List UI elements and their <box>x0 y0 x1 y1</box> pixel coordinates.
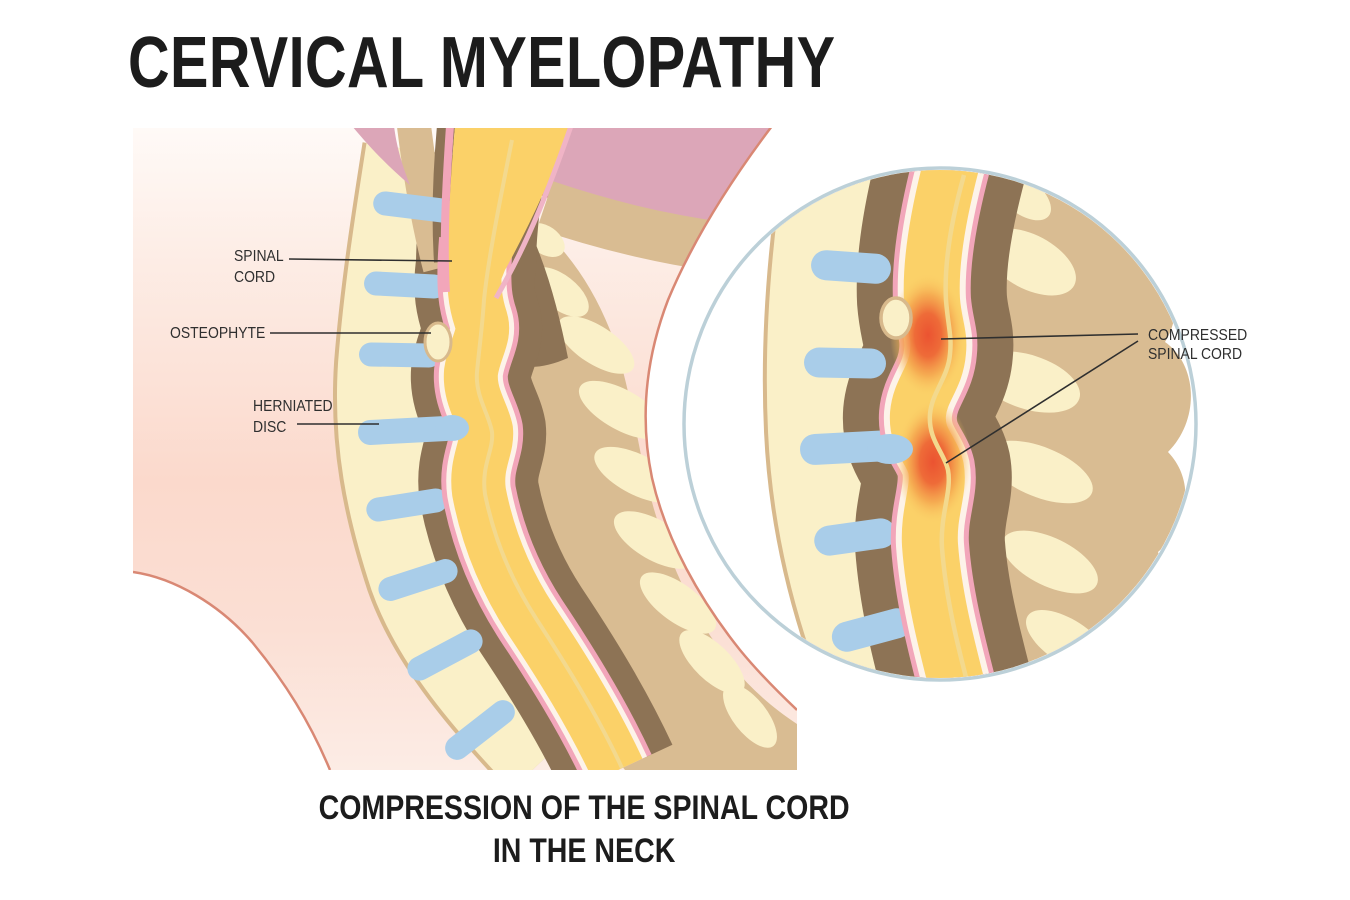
inset-spinal-cord-group <box>878 170 1000 678</box>
neck-sagittal-panel <box>133 128 797 770</box>
label-line: OSTEOPHYTE <box>170 325 266 342</box>
label-herniated-disc: HERNIATED DISC <box>253 396 333 438</box>
label-line: CORD <box>234 269 276 286</box>
label-line: DISC <box>253 419 287 436</box>
herniated-disc-bulge <box>435 415 469 441</box>
neck-front-skin-outline <box>133 570 332 770</box>
vertebra-body <box>766 170 955 678</box>
bone <box>679 630 745 694</box>
label-leader-lines <box>270 258 453 425</box>
inset-vertebral-column <box>762 170 959 678</box>
disc <box>804 347 886 379</box>
disc <box>811 250 891 284</box>
label-line: SPINAL <box>234 248 284 265</box>
brainstem <box>447 128 571 311</box>
bone <box>1062 675 1134 678</box>
caption-lines: COMPRESSION OF THE SPINAL CORD IN THE NE… <box>318 787 849 873</box>
disc <box>366 488 448 522</box>
dura-brainstem-left <box>440 128 454 293</box>
bone <box>987 440 1093 504</box>
disc <box>364 271 446 299</box>
inset-osteophyte-bump <box>879 296 913 340</box>
caption-line: COMPRESSION OF THE SPINAL CORD <box>318 789 850 827</box>
diagram-caption: COMPRESSION OF THE SPINAL CORD IN THE NE… <box>184 787 984 873</box>
disc <box>852 686 939 745</box>
label-osteophyte: OSTEOPHYTE <box>170 323 265 344</box>
disc <box>814 518 896 556</box>
label-line: HERNIATED <box>253 398 333 415</box>
inset-leader-lines <box>940 333 1139 464</box>
inset-magnified-view <box>762 170 1191 745</box>
cerebellum-left-wedge <box>353 128 410 185</box>
bone <box>639 572 717 634</box>
spinal-cord-group <box>433 128 652 770</box>
compressed-leader-line-upper <box>940 333 1139 340</box>
label-compressed-spinal-cord: COMPRESSED SPINAL CORD <box>1148 326 1247 364</box>
disc <box>359 342 441 368</box>
label-spinal-cord: SPINAL CORD <box>234 246 284 288</box>
bone <box>557 316 635 374</box>
bone <box>1002 530 1098 594</box>
disc <box>445 700 515 760</box>
cord-center-line <box>927 174 975 678</box>
disc <box>831 608 913 652</box>
dura-brainstem-right <box>493 128 573 300</box>
vertebral-column <box>332 142 582 770</box>
bone <box>578 380 666 440</box>
herniated-disc <box>358 416 459 445</box>
label-line: SPINAL CORD <box>1148 346 1243 363</box>
neck-back-skin-outline <box>644 128 797 711</box>
page-title: CERVICAL MYELOPATHY <box>128 23 836 103</box>
cord-center-line <box>474 139 624 769</box>
disc <box>407 629 483 681</box>
inset-herniated-disc-bulge <box>867 434 913 464</box>
intervertebral-discs <box>358 191 515 760</box>
compressed-leader-line-lower <box>945 340 1139 464</box>
osteophyte-bump <box>423 321 453 363</box>
compression-spot-lower <box>895 400 971 524</box>
disc <box>378 559 458 601</box>
label-line: COMPRESSED <box>1148 327 1248 344</box>
disc <box>373 191 455 223</box>
spinal-cord-leader-line <box>288 258 453 262</box>
outside-neck-front <box>133 572 330 770</box>
vertebra-body <box>336 142 579 770</box>
bone <box>723 684 777 748</box>
caption-line: IN THE NECK <box>492 832 676 870</box>
inset-circle-ring <box>682 166 1198 682</box>
bone <box>613 511 697 569</box>
